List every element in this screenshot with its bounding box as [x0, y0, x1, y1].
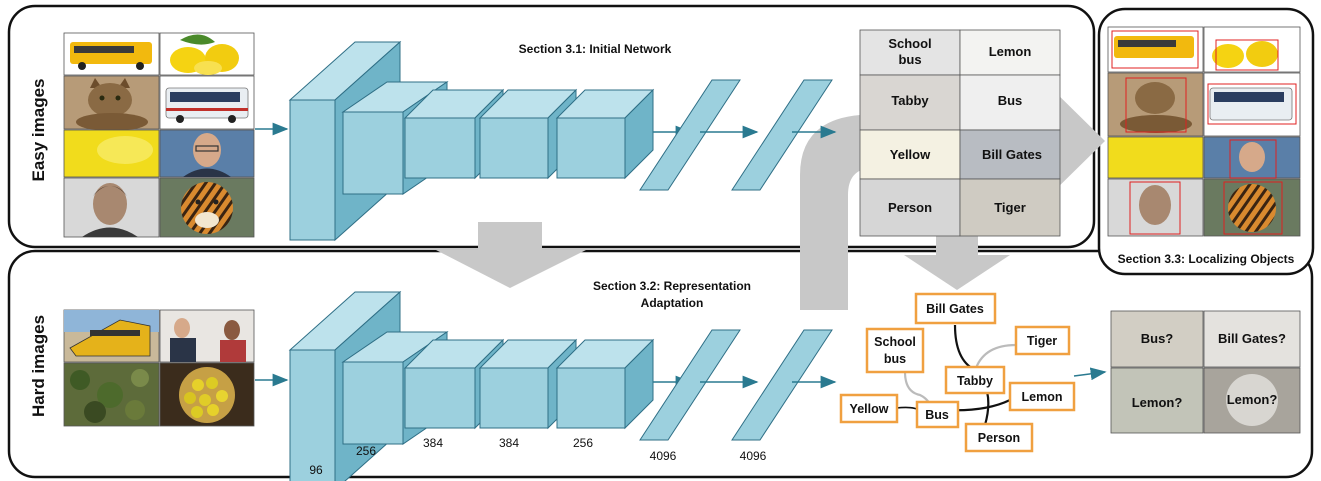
graph-node: [1008, 381, 1076, 412]
graph-node-label: Bus: [925, 408, 949, 422]
layer-size-label: 384: [423, 436, 443, 450]
layer-size-label: 4096: [740, 449, 767, 463]
easy-label: Tabby: [891, 93, 929, 108]
localization-box: [1111, 30, 1199, 69]
prediction-label: Bus?: [1141, 331, 1174, 346]
conv-block-face: [404, 117, 476, 179]
conv-block-face: [556, 367, 626, 429]
tiger-image: [159, 177, 255, 238]
localization-box: [1229, 139, 1277, 179]
section-adaptation-title: Section 3.2: Representation: [593, 279, 751, 293]
graph-node-label: Yellow: [850, 402, 889, 416]
conv-block-face: [479, 367, 549, 429]
layer-size-label: 4096: [650, 449, 677, 463]
prediction-label: Lemon?: [1227, 392, 1278, 407]
conv-block-face: [556, 117, 626, 179]
fc-layer-block: [639, 79, 741, 191]
hard-lemon-basket-image: [159, 362, 255, 427]
bill-gates-image: [159, 129, 255, 178]
fc-layer-block: [639, 329, 741, 441]
graph-to-predictions-arrow: [1073, 367, 1107, 381]
conv-block-face: [342, 361, 404, 445]
graph-node: [839, 393, 899, 424]
graph-node-label: bus: [884, 352, 906, 366]
localization-box: [1129, 181, 1181, 235]
easy-label: Bus: [998, 93, 1023, 108]
labels-to-graph-arrow: [904, 232, 1010, 290]
graph-node-label: School: [874, 335, 916, 349]
graph-node: [915, 400, 960, 429]
hard-images-grid: [63, 309, 255, 427]
easy-label: bus: [898, 52, 921, 67]
fc-block: [639, 329, 741, 441]
graph-node-label: Lemon: [1022, 390, 1063, 404]
layer-size-label: 256: [356, 444, 376, 458]
layer-size-label: 384: [499, 436, 519, 450]
easy-label: Lemon: [989, 44, 1032, 59]
localization-box: [1223, 181, 1283, 235]
graph-node-label: Bill Gates: [926, 302, 984, 316]
easy-images-grid: [63, 32, 255, 238]
graph-node-label: Tiger: [1027, 334, 1057, 348]
hard-bill-gates-image: [159, 309, 255, 363]
graph-node: [964, 422, 1034, 453]
conv-block-face: [479, 117, 549, 179]
layer-size-label: 96: [309, 463, 323, 477]
conv-layer-block: [555, 338, 655, 430]
localization-box: [1207, 83, 1297, 125]
hard-predictions-grid: Bus? Bill Gates? Lemon? Lemon?: [1110, 310, 1301, 434]
school-bus-image: [63, 32, 160, 76]
conv-layer-block: [555, 88, 655, 180]
hard-network: [288, 290, 837, 481]
prediction-label: Lemon?: [1132, 395, 1183, 410]
graph-node: [944, 365, 1006, 395]
section-localizing-title: Section 3.3: Localizing Objects: [1118, 252, 1295, 266]
lemon-image: [159, 32, 255, 76]
conv-block-face: [404, 367, 476, 429]
conv-block-face: [342, 111, 404, 195]
easy-labels-grid: School bus Lemon Tabby Bus Yellow Bill G…: [859, 29, 1061, 237]
hard-bus-image: [63, 309, 160, 363]
easy-label: School: [888, 36, 931, 51]
graph-node-label: Person: [978, 431, 1020, 445]
yellow-image: [63, 129, 160, 178]
localization-box: [1215, 39, 1279, 71]
graph-node: [1014, 325, 1071, 356]
person-image: [63, 177, 160, 238]
layer-size-label: 256: [573, 436, 593, 450]
fc-layer-block: [731, 329, 833, 441]
fc-block: [639, 79, 741, 191]
tabby-cat-image: [63, 75, 160, 131]
fc-layer-block: [731, 79, 833, 191]
localization-box: [1125, 77, 1187, 133]
localized-images-grid: [1107, 26, 1301, 237]
section-initial-title: Section 3.1: Initial Network: [519, 42, 672, 56]
fc-block: [731, 79, 833, 191]
label-graph: Bill Gates School bus Tiger Tabby Lemon …: [839, 292, 1076, 453]
prediction-label: Bill Gates?: [1218, 331, 1286, 346]
city-bus-image: [159, 75, 255, 130]
conv-block-face: [289, 349, 336, 481]
hard-row-label: Hard images: [29, 315, 48, 417]
graph-node: [865, 327, 925, 374]
graph-node-label: Tabby: [957, 374, 993, 388]
conv-block-face: [289, 99, 336, 241]
easy-label: Person: [888, 200, 932, 215]
adaptation-down-arrow: [436, 222, 586, 288]
easy-label: Yellow: [890, 147, 931, 162]
graph-node: [914, 292, 997, 325]
section-adaptation-title-line2: Adaptation: [641, 296, 704, 310]
easy-label: Bill Gates: [982, 147, 1042, 162]
easy-row-label: Easy images: [29, 78, 48, 181]
fc-block: [731, 329, 833, 441]
easy-label: Tiger: [994, 200, 1026, 215]
easy-network: [288, 40, 837, 242]
hard-plants-image: [63, 362, 160, 427]
